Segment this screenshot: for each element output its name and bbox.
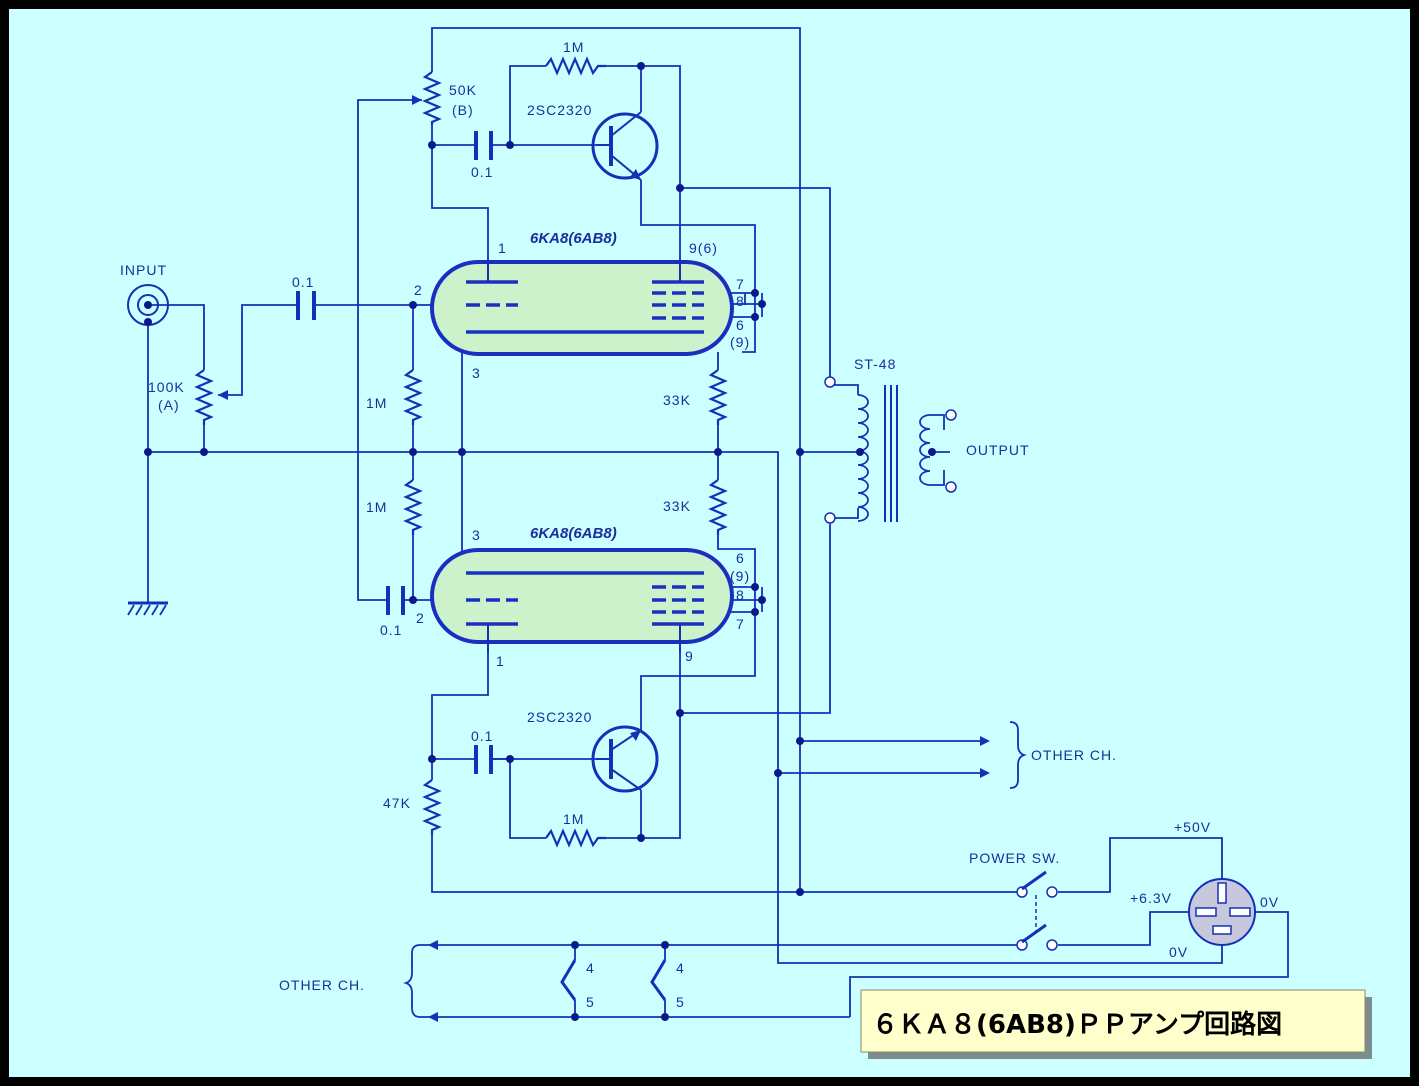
other-ch-left-label: OTHER CH.	[279, 977, 365, 993]
transistor-top	[591, 111, 659, 181]
power-switch-icon[interactable]	[1021, 870, 1047, 944]
heater-pin-4b: 4	[676, 960, 685, 976]
load-res-label: 47K	[383, 795, 411, 811]
screen-res-1-label: 33K	[663, 392, 691, 408]
transistor-top-label: 2SC2320	[527, 102, 592, 118]
feedback-resistor-bottom	[545, 828, 606, 848]
capacitors	[296, 131, 493, 774]
supply-0v-bottom-label: 0V	[1169, 944, 1188, 960]
upper-pin-plate: 1	[498, 240, 507, 256]
lower-pin-g3b: (9)	[730, 568, 750, 584]
junction-dots	[144, 62, 936, 1021]
upper-pin-g3a: 6	[736, 317, 745, 333]
heater-links	[560, 959, 667, 1001]
tube-lower	[430, 548, 734, 652]
arrowheads	[218, 95, 990, 1022]
grid-res-2-label: 1M	[366, 499, 387, 515]
transformer-label: ST-48	[854, 356, 896, 372]
heater-pin-5b: 5	[676, 994, 685, 1010]
labels: INPUT 100K (A) 0.1 50K (B) 1M 2SC2320 0.…	[120, 39, 1279, 1010]
heater-pin-5a: 5	[586, 994, 595, 1010]
transistor-bottom-label: 2SC2320	[527, 709, 592, 725]
schematic-background	[9, 9, 1410, 1077]
lower-pin-pentode-plate: 9	[685, 648, 694, 664]
lower-pin-g1: 8	[736, 587, 745, 603]
feedback-top-label: 1M	[563, 39, 584, 55]
upper-pin-g2: 7	[736, 276, 745, 292]
wiring	[147, 27, 1289, 1018]
input-capacitor	[296, 291, 316, 320]
upper-pin-g1: 8	[736, 293, 745, 309]
output-label: OUTPUT	[966, 442, 1030, 458]
tube-upper	[430, 260, 734, 356]
power-switch-label: POWER SW.	[969, 850, 1060, 866]
screen-resistor-2	[708, 479, 728, 535]
diagram-title: ６ＫＡ８(6AB8)ＰＰアンプ回路図	[872, 1009, 1282, 1040]
tube-lower-title: 6KA8(6AB8)	[530, 525, 617, 542]
other-ch-braces	[403, 721, 1027, 1018]
grid-res-1-label: 1M	[366, 395, 387, 411]
input-cap-label: 0.1	[292, 274, 314, 290]
heater-pin-4a: 4	[586, 960, 595, 976]
lower-pin-g2: 7	[736, 616, 745, 632]
upper-pin-cathode: 3	[472, 365, 481, 381]
screen-resistor-1	[708, 369, 728, 425]
other-ch-right-label: OTHER CH.	[1031, 747, 1117, 763]
bottom-coupling-capacitor	[474, 745, 493, 774]
grid-resistor-1	[403, 369, 423, 425]
volume-pot-resistor	[194, 369, 214, 425]
balance-pot-resistor	[422, 71, 442, 125]
tube-upper-title: 6KA8(6AB8)	[530, 230, 617, 247]
lower-pin-grid: 2	[416, 610, 425, 626]
feedback-resistor-top	[545, 56, 606, 76]
output-transformer	[857, 385, 931, 522]
supply-6v3-label: +6.3V	[1130, 890, 1172, 906]
upper-pin-pentode-plate: 9(6)	[689, 240, 718, 256]
input-label: INPUT	[120, 262, 167, 278]
cap-top-label: 0.1	[471, 164, 493, 180]
lower-pin-g3a: 6	[736, 550, 745, 566]
ground-icon	[127, 601, 168, 616]
load-resistor-47k	[422, 779, 442, 835]
supply-0v-right-label: 0V	[1260, 894, 1279, 910]
supply-50v-label: +50V	[1174, 819, 1211, 835]
lower-pin-cathode: 3	[472, 527, 481, 543]
lower-pin-plate: 1	[496, 653, 505, 669]
volume-taper-label: (A)	[158, 397, 180, 413]
balance-value-label: 50K	[449, 82, 477, 98]
power-connector-icon	[1188, 878, 1256, 946]
balance-taper-label: (B)	[452, 102, 474, 118]
lower-grid-cap-label: 0.1	[380, 622, 402, 638]
transistor-bottom	[591, 725, 659, 793]
cap-bottom-label: 0.1	[471, 728, 493, 744]
resistors	[194, 56, 728, 848]
terminals	[824, 376, 1058, 951]
upper-pin-g3b: (9)	[730, 334, 750, 350]
top-coupling-capacitor	[474, 131, 493, 160]
lower-grid-capacitor	[386, 586, 405, 615]
grid-resistor-2	[403, 479, 423, 535]
title-box: ６ＫＡ８(6AB8)ＰＰアンプ回路図	[860, 989, 1372, 1059]
feedback-bottom-label: 1M	[563, 811, 584, 827]
screen-res-2-label: 33K	[663, 498, 691, 514]
volume-value-label: 100K	[148, 379, 185, 395]
upper-pin-grid: 2	[414, 282, 423, 298]
